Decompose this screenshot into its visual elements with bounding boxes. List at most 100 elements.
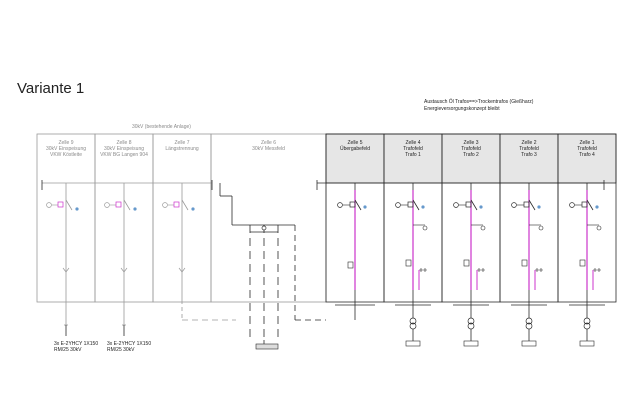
cell-label-line: Trafo 4 <box>579 152 595 158</box>
switch-node <box>75 207 79 211</box>
cell-label-line: Zelle 7 <box>174 140 190 146</box>
lv-box <box>463 340 479 347</box>
cable-end-marker <box>178 267 186 273</box>
cell-label-line: VKW Köstleite <box>50 152 82 158</box>
earth-symbol <box>511 202 517 208</box>
cable-rating: RM/25 30kV <box>54 347 82 353</box>
cell-label-line: Zelle 4 <box>405 140 421 146</box>
cell-label-line: Zelle 5 <box>347 140 363 146</box>
ct-box <box>347 261 354 269</box>
cell-label-line: Zelle 2 <box>521 140 537 146</box>
fuse-symbol <box>596 225 602 231</box>
switch-box <box>407 201 414 208</box>
cable-end-marker <box>62 267 70 273</box>
measurement-bay <box>219 183 326 350</box>
switch-node <box>595 205 599 209</box>
cell-label-line: Zelle 3 <box>463 140 479 146</box>
switch-box <box>57 201 64 208</box>
fuse-symbol <box>422 225 428 231</box>
earth-symbol <box>453 202 459 208</box>
concept-note: Energieversorgungskonzept bleibt <box>424 106 500 112</box>
switch-node <box>133 207 137 211</box>
cell-label-line: Trafo 1 <box>405 152 421 158</box>
switch-box <box>523 201 530 208</box>
cable-rating: RM/25 30kV <box>107 347 135 353</box>
disconnector <box>586 199 594 211</box>
cable-label-cell9: 3x E-2YHCY 1X150 RM/25 30kV <box>54 341 98 353</box>
earth-terminal <box>477 268 485 272</box>
switch-box <box>173 201 180 208</box>
cell-label-line: Trafofeld <box>461 146 481 152</box>
fuse-symbol <box>538 225 544 231</box>
lv-box <box>405 340 421 347</box>
cell-label-line: Zelle 8 <box>116 140 132 146</box>
cell-label-line: Trafofeld <box>519 146 539 152</box>
cell-label-line: VKW BG Langen 904 <box>100 152 148 158</box>
cell-label-line: Zelle 9 <box>58 140 74 146</box>
cell-label-line: Übergabefeld <box>339 146 371 152</box>
switch-box <box>349 201 356 208</box>
earth-symbol <box>104 202 110 208</box>
earth-terminal <box>593 268 601 272</box>
diagram-title: Variante 1 <box>17 80 85 97</box>
earth-symbol <box>569 202 575 208</box>
cell-label-line: Zelle 6 <box>260 140 276 146</box>
disconnector <box>412 199 420 211</box>
cell-label-line: 30kV Einspeisung <box>45 146 87 152</box>
disconnector <box>65 199 73 211</box>
cell-label-line: Trafo 3 <box>521 152 537 158</box>
switch-box <box>115 201 122 208</box>
cell-label-line: Zelle 1 <box>579 140 595 146</box>
switch-node <box>421 205 425 209</box>
earth-symbol <box>395 202 401 208</box>
cell-label-line: 30kV Messfeld <box>252 146 285 152</box>
switch-box <box>465 201 472 208</box>
cell-label-line: Trafofeld <box>403 146 423 152</box>
disconnector <box>528 199 536 211</box>
lv-box <box>579 340 595 347</box>
cable-type: 3x E-2YHCY 1X150 <box>107 341 152 347</box>
switch-node <box>537 205 541 209</box>
existing-installation-label: 30kV (bestehende Anlage) <box>132 124 191 130</box>
fuse-symbol <box>480 225 486 231</box>
disconnector <box>123 199 131 211</box>
earth-symbol <box>46 202 52 208</box>
cable-type: 3x E-2YHCY 1X150 <box>54 341 99 347</box>
earth-symbol <box>337 202 343 208</box>
disconnector <box>354 199 362 211</box>
cable-end-marker <box>120 267 128 273</box>
earth-terminal <box>535 268 543 272</box>
ct-box <box>579 259 586 267</box>
meter-box <box>255 343 279 350</box>
cable-label-cell8: 3x E-2YHCY 1X150 RM/25 30kV <box>107 341 151 353</box>
switch-node <box>479 205 483 209</box>
disconnector <box>181 199 189 211</box>
change-note: Austausch Öl Trafos==>Trockentrafos (Gie… <box>424 99 534 105</box>
meter-node <box>261 225 267 231</box>
switch-node <box>191 207 195 211</box>
switch-node <box>363 205 367 209</box>
lv-box <box>521 340 537 347</box>
ct-box <box>521 259 528 267</box>
cell-circuits <box>41 180 605 347</box>
panel-frame <box>210 133 327 303</box>
cell-label-line: Trafo 2 <box>463 152 479 158</box>
earth-terminal <box>419 268 427 272</box>
earth-symbol <box>162 202 168 208</box>
disconnector <box>470 199 478 211</box>
ct-box <box>405 259 412 267</box>
cell-label-line: Trafofeld <box>577 146 597 152</box>
ct-box <box>463 259 470 267</box>
switch-box <box>581 201 588 208</box>
panel-header <box>557 133 617 184</box>
